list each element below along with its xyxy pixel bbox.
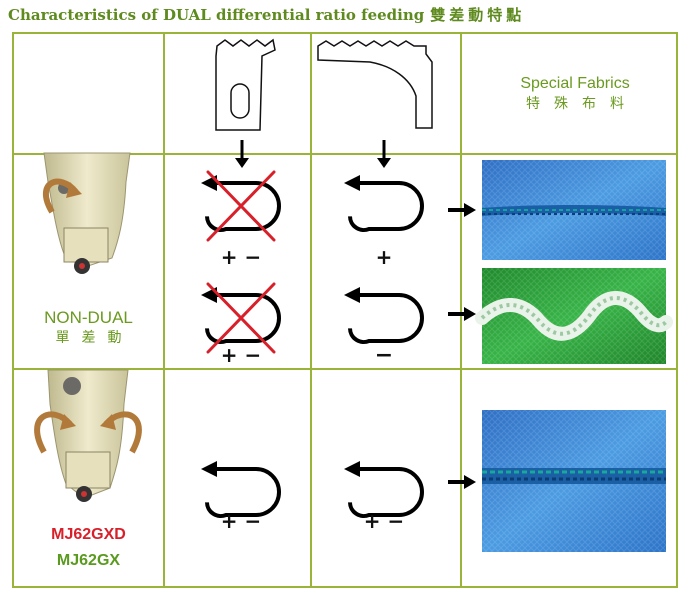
feed-loop-icon — [348, 293, 424, 344]
feed-loop-arrowhead — [344, 287, 360, 303]
machine-head-non-dual-image — [43, 152, 131, 274]
grid-line — [676, 32, 678, 588]
special-fabrics-header: Special Fabrics 特殊布料 — [472, 74, 678, 114]
feed-loop-icon — [205, 467, 281, 518]
fabric-sample-blue-2-image — [482, 410, 666, 552]
title-english: Characteristics of DUAL differential rat… — [8, 6, 425, 24]
right-arrow-icon — [448, 307, 476, 321]
feed-loop-icon — [348, 181, 424, 232]
feed-sign-label: + − — [364, 509, 404, 533]
special-fabrics-label-zh: 特殊布料 — [526, 96, 638, 112]
feed-dog-rear-icon — [317, 40, 433, 129]
non-dual-label-zh: 單差動 — [55, 330, 134, 346]
cross-mark-icon — [206, 282, 276, 354]
model-name-primary: MJ62GXD — [51, 526, 126, 543]
feed-loop-icon — [205, 181, 281, 232]
feed-sign-label: + − — [221, 245, 261, 269]
grid-line — [460, 32, 462, 588]
grid-line — [163, 32, 165, 588]
grid-line — [12, 368, 678, 370]
grid-line — [12, 32, 678, 34]
down-arrow-icon — [377, 140, 391, 168]
feed-loops — [201, 175, 424, 518]
feed-sign-label: + − — [221, 343, 261, 367]
fabric-sample-blue-image — [482, 160, 666, 260]
feed-dog-front-icon — [215, 38, 276, 131]
title-chinese: 雙差動特點 — [430, 6, 526, 24]
cross-mark-icon — [206, 170, 276, 242]
feed-sign-label: + − — [221, 509, 261, 533]
feed-sign-label: + — [376, 245, 393, 269]
comparison-table: Special Fabrics 特殊布料 NON-DUAL 單差動 MJ62GX… — [12, 32, 678, 588]
fabric-sample-green-image — [475, 268, 673, 364]
non-dual-label: NON-DUAL 單差動 — [12, 308, 165, 348]
non-dual-label-en: NON-DUAL — [44, 308, 133, 327]
model-name-secondary: MJ62GX — [56, 552, 121, 569]
grid-line — [310, 32, 312, 588]
feed-loop-icon — [348, 467, 424, 518]
right-arrow-icon — [448, 475, 476, 489]
down-arrow-icon — [235, 140, 249, 168]
diagram-graphics: + − + + − − + − + − — [34, 38, 673, 552]
grid-line — [12, 32, 14, 588]
grid-line — [12, 586, 678, 588]
feed-loop-arrowhead — [201, 461, 217, 477]
feed-loop-arrowhead — [344, 461, 360, 477]
machine-head-dual-image — [34, 369, 142, 502]
feed-loop-icon — [205, 293, 281, 344]
special-fabrics-label: Special Fabrics — [520, 75, 630, 92]
feed-loop-arrowhead — [344, 175, 360, 191]
feed-sign-label: − — [375, 343, 393, 368]
page-title: Characteristics of DUAL differential rat… — [8, 4, 525, 26]
right-arrow-icon — [448, 203, 476, 217]
grid-line — [12, 153, 678, 155]
